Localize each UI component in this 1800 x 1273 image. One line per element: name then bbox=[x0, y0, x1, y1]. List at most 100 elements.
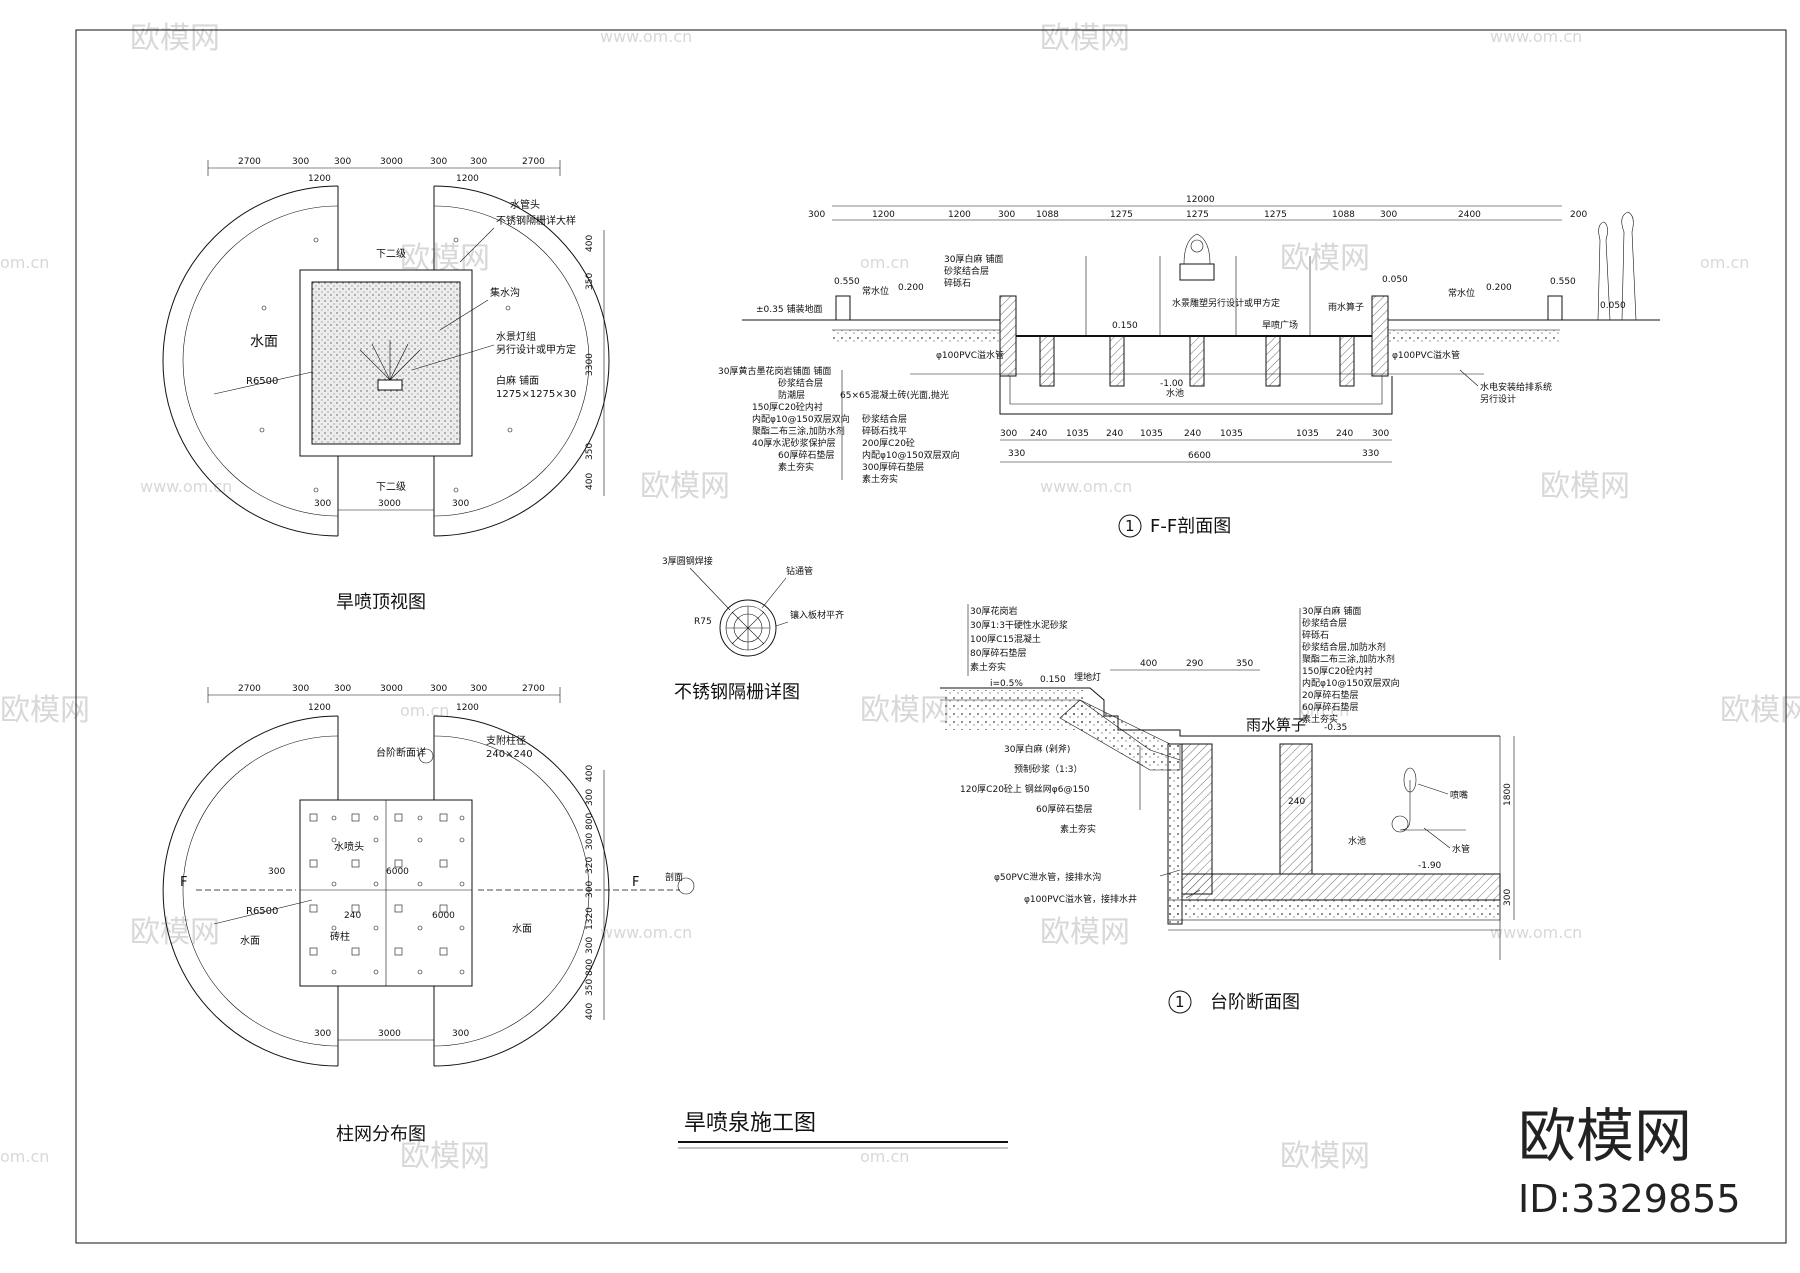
dim-label: 300 bbox=[334, 157, 351, 167]
dim-label: 300 bbox=[334, 684, 351, 694]
dim-label: 300 bbox=[470, 684, 487, 694]
dim-label: 3000 bbox=[380, 684, 403, 694]
dim-label: 2700 bbox=[522, 157, 545, 167]
stone-label: 30厚白麻 铺面 bbox=[944, 253, 1003, 265]
step-section: 400 290 350 1800 300 240 0.150 -0.35 -1.… bbox=[940, 604, 1515, 1014]
person-silhouette bbox=[1597, 221, 1611, 321]
section-ff-dims-top: 300 1200 1200 300 1088 1275 1275 1275 10… bbox=[808, 210, 1587, 220]
overflow-pipe-left: φ100PVC溢水管 bbox=[936, 349, 1004, 361]
dim-label: 300 bbox=[314, 499, 331, 509]
dim-label: 300 bbox=[430, 157, 447, 167]
layer-label: 30厚花岗岩 bbox=[970, 605, 1017, 617]
section-ff-dims-bottom: 300 240 1035 240 1035 240 1035 1035 240 … bbox=[1000, 429, 1389, 439]
up-step-label: 下二级 bbox=[376, 248, 406, 260]
dim-label: 300 bbox=[268, 867, 285, 877]
mortar-label: 预制砂浆（1:3） bbox=[1014, 763, 1083, 775]
overflow-pipe-right: φ100PVC溢水管 bbox=[1392, 349, 1460, 361]
spray-label: 喷嘴 bbox=[1450, 790, 1468, 801]
dim-label: 300 bbox=[452, 499, 469, 509]
dim-label: 6600 bbox=[1188, 451, 1211, 461]
dim-label: 350 bbox=[1236, 659, 1253, 669]
brand-logo-text: 欧模网 bbox=[1518, 1102, 1692, 1170]
dim-label: 300 bbox=[1372, 429, 1389, 439]
left-level-label: ±0.35 铺装地面 bbox=[756, 303, 822, 315]
layer-label: 30厚白麻 铺面 bbox=[1302, 605, 1361, 617]
grate-note-c: 镶入板材平齐 bbox=[790, 609, 844, 621]
layer-label: 20厚碎石垫层 bbox=[1302, 689, 1358, 701]
sheet-title: 旱喷泉施工图 bbox=[684, 1111, 816, 1136]
layer-label: 素土夯实 bbox=[862, 473, 898, 485]
dim-label: 1035 bbox=[1296, 429, 1319, 439]
water-label-right: 水面 bbox=[512, 923, 532, 935]
top-view-title: 旱喷顶视图 bbox=[336, 592, 426, 613]
dim-label: 6000 bbox=[432, 911, 455, 921]
dim-label: 1035 bbox=[1140, 429, 1163, 439]
lamp-note-label: 另行设计或甲方定 bbox=[496, 343, 576, 356]
dim-label: 240 bbox=[1184, 429, 1201, 439]
dim-label: 300 bbox=[585, 881, 595, 898]
watermark-url: www.om.cn bbox=[1490, 27, 1582, 46]
column-note-label: 支附柱径 bbox=[486, 734, 526, 747]
dim-label: 1275 bbox=[1264, 210, 1287, 220]
watermark-brand: 欧模网 bbox=[130, 21, 220, 56]
pool-label: 水池 bbox=[1348, 835, 1366, 847]
layer-label: 200厚C20砼 bbox=[862, 437, 915, 449]
dim-label: 300 bbox=[292, 157, 309, 167]
watermark-brand: 欧模网 bbox=[1280, 241, 1370, 276]
dim-label: 400 bbox=[585, 1003, 595, 1020]
layer-label: 30厚黄古墨花岗岩铺面 铺面 bbox=[718, 365, 831, 377]
layer-label: 内配φ10@150双层双向 bbox=[752, 413, 850, 425]
dim-label: 1200 bbox=[308, 703, 331, 713]
grate-radius: R75 bbox=[694, 617, 712, 627]
watermark-brand: 欧模网 bbox=[1280, 1139, 1370, 1174]
step-section-title: 台阶断面图 bbox=[1210, 992, 1300, 1013]
level-label: 0.200 bbox=[898, 283, 924, 293]
watermark-url: www.om.cn bbox=[1040, 477, 1132, 496]
dim-label: 300 bbox=[585, 789, 595, 806]
layer-label: 聚酯二布三涂,加防水剂 bbox=[752, 425, 845, 437]
dim-label: 300 bbox=[808, 210, 825, 220]
step-layers-right: 30厚白麻 铺面 砂浆结合层 碎砾石 砂浆结合层,加防水剂 聚酯二布三涂,加防水… bbox=[1302, 605, 1400, 725]
radius-label: R6500 bbox=[246, 906, 278, 917]
stone-step-label: 30厚白麻 (剁斧) bbox=[1004, 743, 1070, 755]
column-grid bbox=[309, 813, 465, 975]
concrete-label: 120厚C20砼上 钢丝网φ6@150 bbox=[960, 783, 1090, 795]
dim-label: 300 bbox=[585, 937, 595, 954]
watermark-brand: 欧模网 bbox=[1040, 915, 1130, 950]
section-number: 1 bbox=[1175, 993, 1185, 1011]
spray-head-label: 水喷头 bbox=[334, 841, 364, 853]
layer-label: 40厚水泥砂浆保护层 bbox=[752, 437, 835, 449]
dim-label: 800 bbox=[585, 813, 595, 830]
dim-label: 1088 bbox=[1036, 210, 1059, 220]
level-label: 0.200 bbox=[1486, 283, 1512, 293]
person-silhouette bbox=[1621, 211, 1637, 321]
dim-label: 1035 bbox=[1066, 429, 1089, 439]
dim-label: 300 bbox=[1503, 889, 1513, 906]
dim-label: 350 bbox=[585, 979, 595, 996]
watermark-brand: 欧模网 bbox=[130, 915, 220, 950]
layer-label: 内配φ10@150双层双向 bbox=[862, 449, 960, 461]
level-label: 0.550 bbox=[834, 277, 860, 287]
pool-label: 水池 bbox=[1166, 387, 1184, 399]
dim-label: 1200 bbox=[308, 174, 331, 184]
watermark-brand: 欧模网 bbox=[640, 469, 730, 504]
watermark-url: om.cn bbox=[860, 253, 909, 272]
watermark-brand: 欧模网 bbox=[400, 241, 490, 276]
layer-label: 素土夯实 bbox=[778, 461, 814, 473]
section-ff-layers: 30厚黄古墨花岗岩铺面 铺面 砂浆结合层 防潮层 65×65混凝土砖(光面,抛光… bbox=[718, 365, 949, 473]
layer-label: 内配φ10@150双层双向 bbox=[1302, 677, 1400, 689]
dim-label: 800 bbox=[585, 959, 595, 976]
dim-label: 330 bbox=[1362, 449, 1379, 459]
dim-label: 1320 bbox=[585, 907, 595, 930]
layer-label: 150厚C20砼内衬 bbox=[752, 401, 823, 413]
layer-label: 砂浆结合层 bbox=[778, 377, 823, 389]
water-label-left: 水面 bbox=[240, 935, 260, 947]
rain-grate-label: 雨水算子 bbox=[1328, 301, 1364, 313]
top-view-dims-top: 2700 300 300 3000 300 300 2700 1200 1200 bbox=[238, 157, 545, 184]
gravel-label: 碎砾石 bbox=[944, 277, 971, 289]
lamp-label: 水景灯组 bbox=[496, 330, 536, 343]
dim-label: 2700 bbox=[238, 157, 261, 167]
dim-label: 3000 bbox=[378, 499, 401, 509]
drain-label-1: φ50PVC泄水管，接排水沟 bbox=[994, 871, 1101, 883]
